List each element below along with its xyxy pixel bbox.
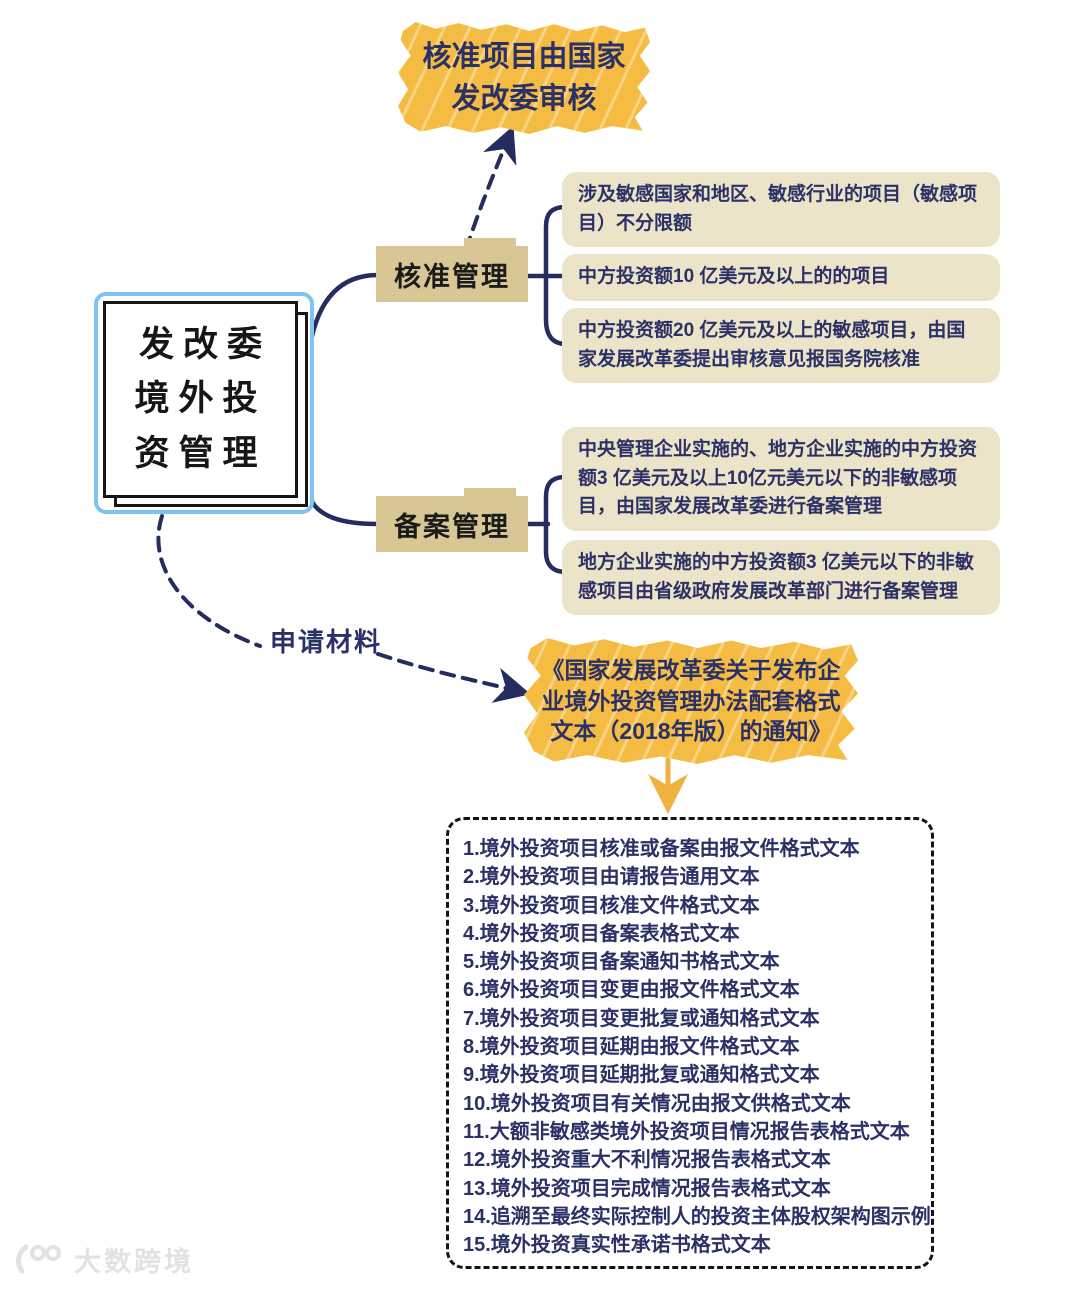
- approve-item: 中方投资额10 亿美元及以上的的项目: [562, 254, 1000, 301]
- application-materials-label: 申请材料: [270, 627, 383, 657]
- record-item: 地方企业实施的中方投资额3 亿美元以下的非敏感项目由省级政府发展改革部门进行备案…: [562, 540, 1000, 615]
- approve-item: 中方投资额20 亿美元及以上的敏感项目，由国家发展改革委提出审核意见报国务院核准: [562, 308, 1000, 383]
- record-management-node: 备案管理: [376, 488, 528, 552]
- list-item: 1.境外投资项目核准或备案由报文件格式文本: [463, 838, 860, 860]
- list-item: 5.境外投资项目备案通知书格式文本: [463, 951, 780, 974]
- list-item: 10.境外投资项目有关情况由报文供格式文本: [463, 1092, 851, 1115]
- connector-root-to-approve: [307, 272, 381, 349]
- list-item: 14.追溯至最终实际控制人的投资主体股权架构图示例: [463, 1205, 931, 1228]
- list-item: 13.境外投资项目完成情况报告表格式文本: [463, 1177, 831, 1200]
- list-item: 3.境外投资项目核准文件格式文本: [463, 894, 760, 917]
- connector-record-bracket: [543, 474, 569, 575]
- list-item: 9.境外投资项目延期批复或通知格式文本: [463, 1064, 820, 1087]
- list-item: 6.境外投资项目变更由报文件格式文本: [463, 979, 800, 1002]
- connector-approve-bracket: [543, 204, 569, 347]
- dashed-arrow-approve-to-topnote: [464, 125, 517, 252]
- root-node: 发改委 境外投 资管理: [94, 292, 314, 514]
- dashed-arrow-materials-to-notice: [376, 652, 531, 703]
- watermark-text: 大数跨境: [74, 1247, 194, 1277]
- list-item: 2.境外投资项目由请报告通用文本: [463, 866, 760, 889]
- connector-root-to-record: [307, 495, 381, 527]
- record-item: 中央管理企业实施的、地方企业实施的中方投资额3 亿美元及以上10亿元美元以下的非…: [562, 427, 1000, 531]
- list-item: 15.境外投资真实性承诺书格式文本: [463, 1234, 771, 1257]
- list-item: 7.境外投资项目变更批复或通知格式文本: [463, 1007, 820, 1030]
- list-item: 11.大额非敏感类境外投资项目情况报告表格式文本: [463, 1120, 910, 1143]
- approve-node-label: 核准管理: [394, 261, 510, 292]
- list-item: 8.境外投资项目延期由报文件格式文本: [463, 1036, 800, 1059]
- list-item: 4.境外投资项目备案表格式文本: [463, 922, 740, 945]
- watermark: 大数跨境: [14, 1240, 194, 1279]
- glasses-100-logo-icon: [16, 1244, 61, 1273]
- record-node-label: 备案管理: [394, 511, 510, 542]
- approve-item: 涉及敏感国家和地区、敏感行业的项目（敏感项目）不分限额: [562, 172, 1000, 247]
- materials-list-box: 1.境外投资项目核准或备案由报文件格式文本 2.境外投资项目由请报告通用文本 3…: [446, 817, 934, 1269]
- root-node-title: 发改委 境外投 资管理: [134, 325, 271, 473]
- top-approval-note: 核准项目由国家 发改委审核: [398, 22, 650, 134]
- notice-document-note: 《国家发展改革委关于发布企 业境外投资管理办法配套格式 文本（2018年版）的通…: [524, 638, 858, 764]
- root-node-frame: 发改委 境外投 资管理: [103, 301, 298, 498]
- dashed-curve-root-to-materials: [156, 514, 262, 648]
- approve-management-node: 核准管理: [376, 238, 528, 302]
- list-item: 12.境外投资重大不利情况报告表格式文本: [463, 1149, 831, 1172]
